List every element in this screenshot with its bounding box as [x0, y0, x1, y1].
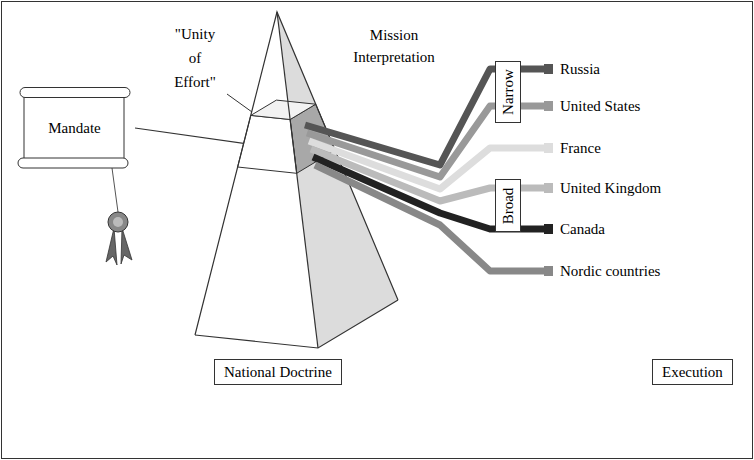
country-label: Canada	[560, 220, 605, 238]
slice-left-face	[238, 115, 297, 173]
country-label: United Kingdom	[560, 179, 661, 197]
country-label: Nordic countries	[560, 262, 660, 280]
marker-group	[544, 64, 553, 276]
node-label: Execution	[662, 363, 723, 381]
band	[315, 165, 544, 271]
slice-top	[251, 100, 316, 119]
band-marker	[544, 101, 553, 111]
doctrine-box: National Doctrine	[214, 359, 342, 385]
execution-box: Execution	[652, 359, 733, 385]
node-label: Mandate	[48, 120, 100, 137]
broad-box: Broad	[495, 179, 521, 232]
seal	[108, 212, 128, 232]
pyramid-base	[195, 300, 398, 348]
country-label: Russia	[560, 60, 600, 78]
scroll-part	[20, 88, 130, 98]
band-marker	[544, 64, 553, 74]
unity-label: "Unity of Effort"	[167, 22, 223, 94]
band-marker	[544, 143, 553, 153]
node-label: National Doctrine	[224, 363, 332, 381]
narrow-box: Narrow	[495, 61, 521, 123]
band-marker	[544, 183, 553, 193]
seal-ribbon	[106, 228, 117, 265]
seal-cord	[112, 168, 118, 212]
leader-line	[227, 94, 252, 112]
seal-center	[113, 217, 123, 227]
mandate-beam	[135, 128, 262, 146]
pyramid-front-edge	[277, 12, 318, 348]
band-marker	[544, 224, 553, 234]
scroll-part	[24, 93, 124, 161]
node-label: Broad	[499, 187, 517, 224]
seal-ribbon	[121, 228, 132, 264]
interpretation-label: Mission Interpretation	[338, 24, 450, 68]
country-label: United States	[560, 97, 640, 115]
scroll-part	[18, 158, 128, 168]
band-group	[305, 69, 544, 271]
country-label: France	[560, 139, 601, 157]
band-marker	[544, 266, 553, 276]
node-label: Narrow	[499, 69, 517, 115]
mandate-scroll: Mandate	[16, 86, 133, 170]
